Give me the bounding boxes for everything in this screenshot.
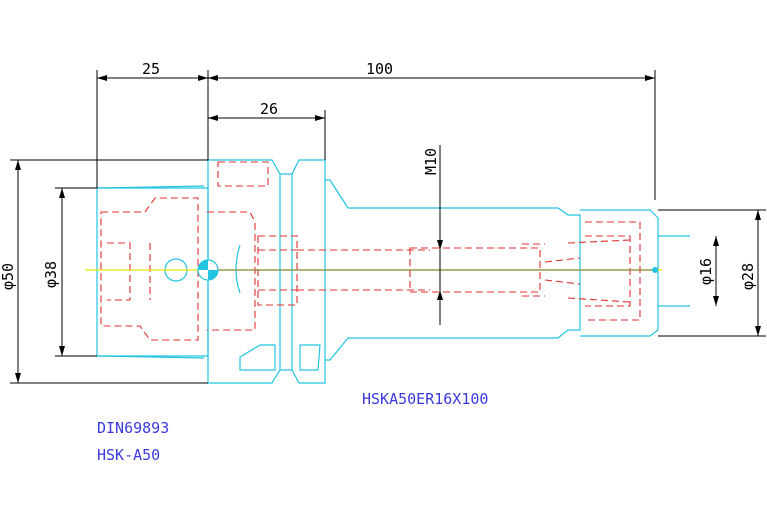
dimension-lines xyxy=(10,70,766,384)
datum-symbol xyxy=(197,259,219,281)
standard-label: DIN69893 xyxy=(97,419,169,437)
hidden-lines xyxy=(100,161,641,341)
part-outline xyxy=(96,159,690,384)
dim-100: 100 xyxy=(366,60,393,78)
dim-m10: M10 xyxy=(422,148,440,175)
interface-label: HSK-A50 xyxy=(97,446,160,464)
centerline xyxy=(85,267,662,273)
dim-25: 25 xyxy=(142,60,160,78)
dim-dia28: φ28 xyxy=(739,263,757,290)
dim-26: 26 xyxy=(260,100,278,118)
dim-dia16: φ16 xyxy=(697,258,715,285)
part-code-label: HSKA50ER16X100 xyxy=(362,390,488,408)
dim-dia50: φ50 xyxy=(0,263,17,290)
dim-dia38: φ38 xyxy=(42,261,60,288)
